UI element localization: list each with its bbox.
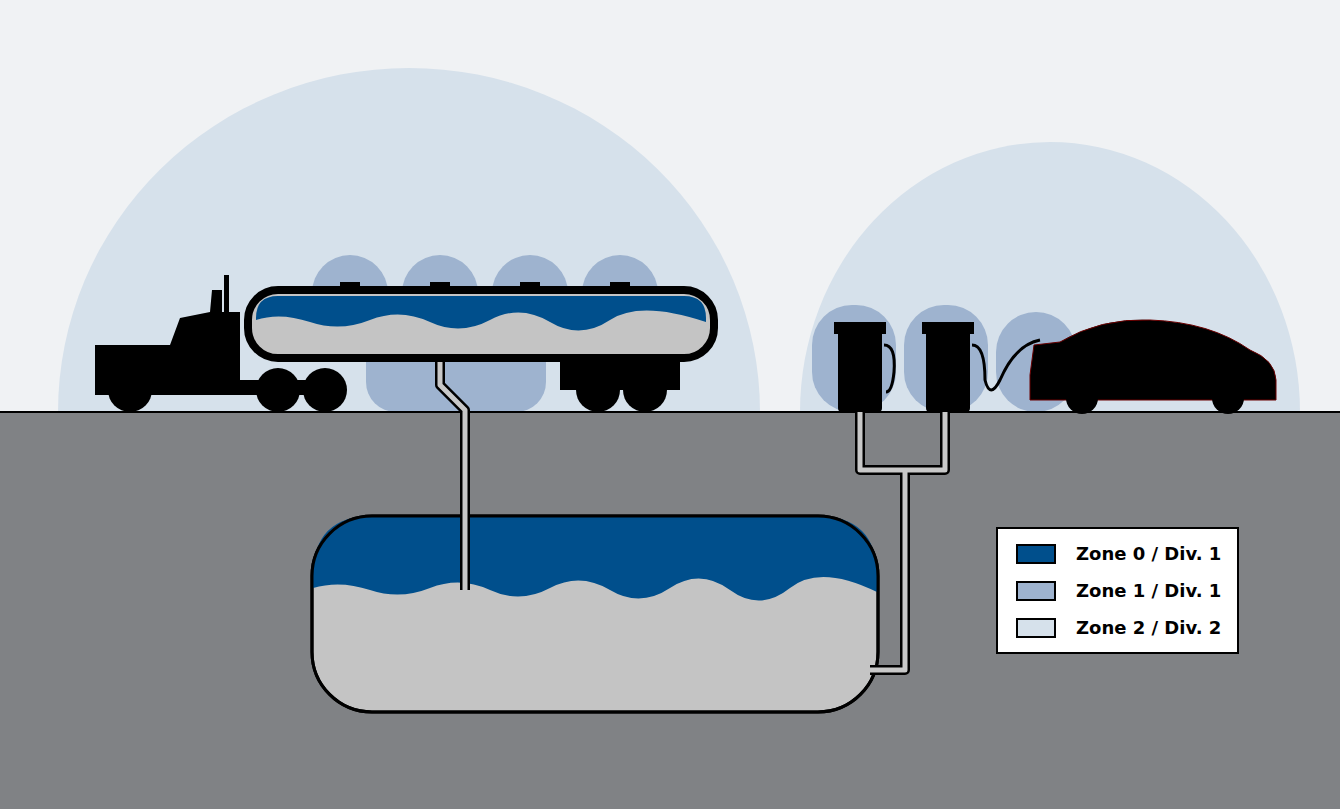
legend-swatch (1016, 544, 1056, 564)
legend-label: Zone 0 / Div. 1 (1076, 543, 1221, 564)
legend-row: Zone 0 / Div. 1 (1016, 543, 1221, 564)
legend-row: Zone 1 / Div. 1 (1016, 580, 1221, 601)
legend-swatch (1016, 618, 1056, 638)
legend-label: Zone 2 / Div. 2 (1076, 617, 1221, 638)
legend-row: Zone 2 / Div. 2 (1016, 617, 1221, 638)
legend-label: Zone 1 / Div. 1 (1076, 580, 1221, 601)
legend-box: Zone 0 / Div. 1 Zone 1 / Div. 1 Zone 2 / D… (996, 527, 1239, 654)
legend-swatch (1016, 581, 1056, 601)
